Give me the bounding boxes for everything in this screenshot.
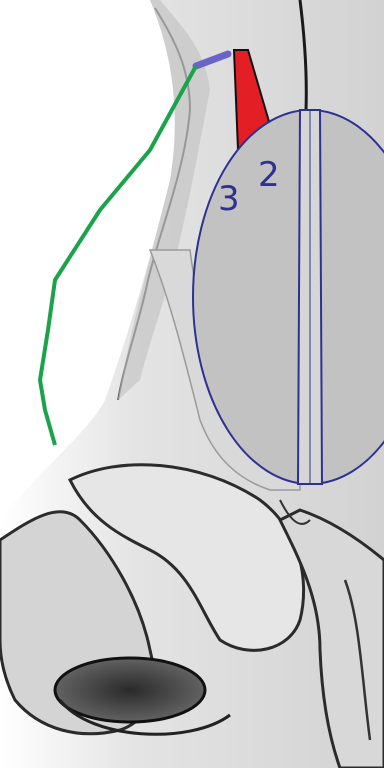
- label-3: 3: [218, 179, 240, 219]
- nostril-left: [55, 658, 205, 722]
- label-2: 2: [258, 155, 280, 195]
